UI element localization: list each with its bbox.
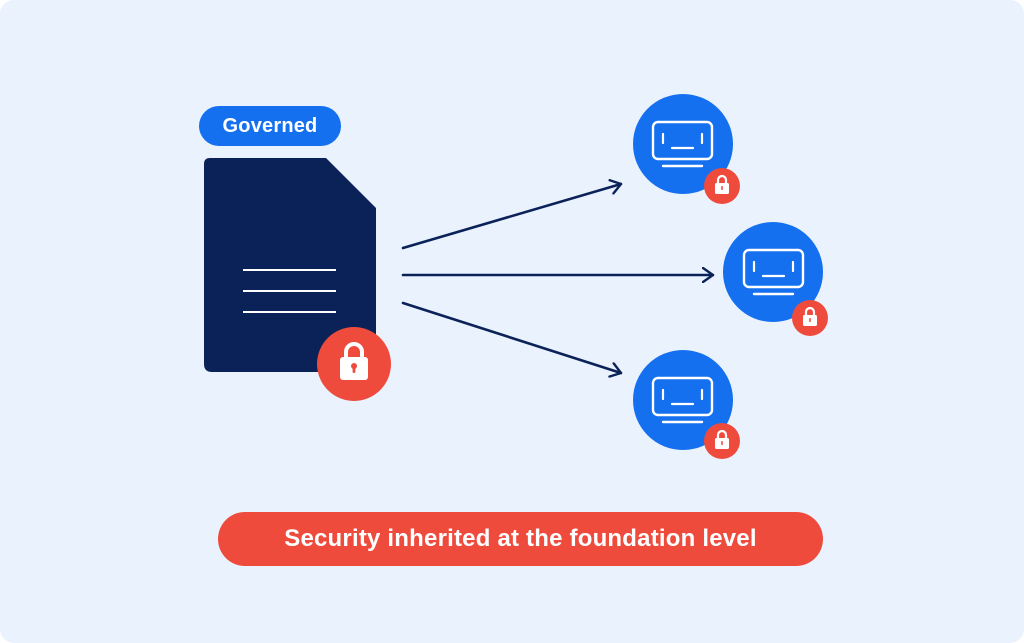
document-lock-badge <box>317 327 391 401</box>
lock-icon <box>715 174 729 194</box>
agent-node <box>633 350 740 459</box>
arrow-right-icon <box>401 184 623 250</box>
lock-badge <box>704 423 740 459</box>
lock-icon <box>803 306 817 326</box>
arrow-right-icon <box>401 301 623 373</box>
security-caption: Security inherited at the foundation lev… <box>218 512 823 566</box>
document-icon <box>204 158 376 372</box>
agent-node <box>723 222 828 336</box>
lock-icon <box>715 429 729 449</box>
lock-badge <box>792 300 828 336</box>
governed-label: Governed <box>199 106 341 146</box>
lock-icon <box>340 342 368 380</box>
governed-document <box>204 158 391 401</box>
monitor-icon <box>742 248 805 296</box>
lock-badge <box>704 168 740 204</box>
agent-node <box>633 94 740 204</box>
inheritance-arrows <box>401 184 715 373</box>
monitor-icon <box>651 376 714 424</box>
monitor-icon <box>651 120 714 168</box>
